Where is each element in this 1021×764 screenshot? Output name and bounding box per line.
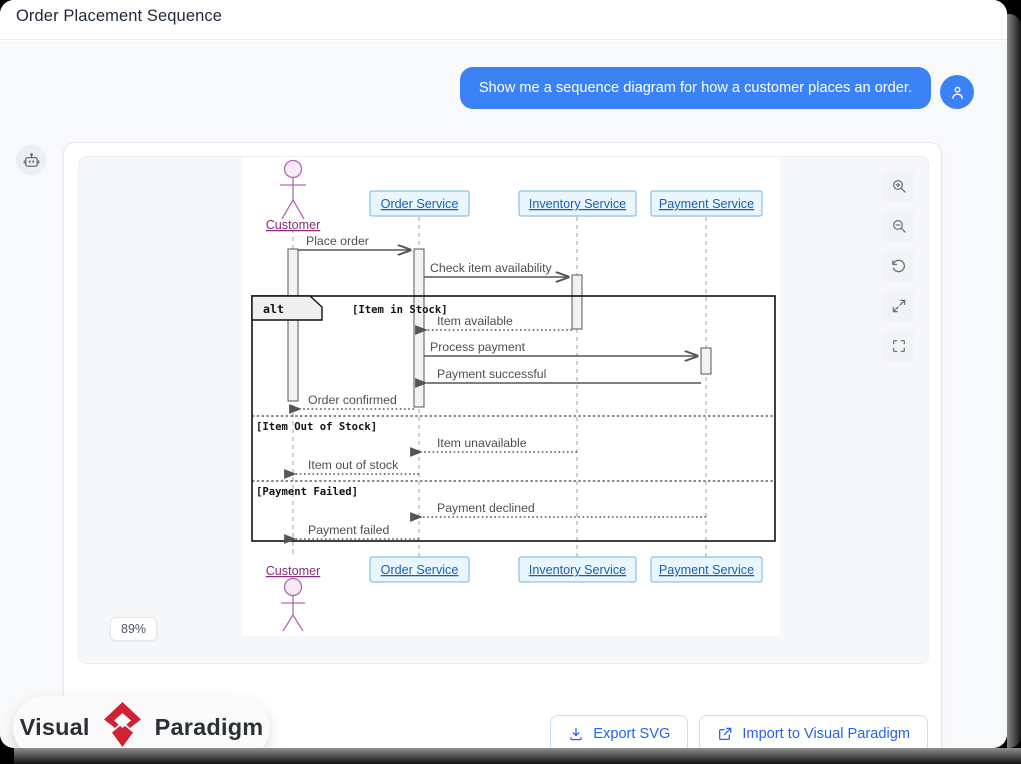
diagram-toolbar <box>882 169 915 362</box>
zoom-out-icon <box>891 218 907 234</box>
page-title: Order Placement Sequence <box>16 7 223 25</box>
alt-operator-tag <box>251 295 323 321</box>
message-label-item-unavailable: Item unavailable <box>437 436 527 450</box>
alt-guard-1: [Item in Stock] <box>352 304 448 316</box>
message-order-confirmed: Order confirmed <box>289 393 414 414</box>
message-label-payment-failed: Payment failed <box>308 523 390 537</box>
message-label-place-order: Place order <box>306 234 369 248</box>
expand-button[interactable] <box>882 289 915 322</box>
window-shadow-right <box>1007 14 1021 748</box>
expand-icon <box>891 298 907 314</box>
window-shadow-bottom <box>14 748 1021 764</box>
activation-payment <box>700 347 712 375</box>
participant-label-order-top: Order Service <box>381 197 459 211</box>
message-item-out-of-stock: Item out of stock <box>284 458 419 479</box>
diagram-card: Customer Order Service Inventory Service <box>63 142 942 748</box>
external-link-icon <box>717 726 733 742</box>
message-label-check-item-availability: Check item availability <box>430 261 552 275</box>
message-item-available: Item available <box>415 314 572 335</box>
export-svg-button[interactable]: Export SVG <box>550 715 689 748</box>
message-payment-failed: Payment failed <box>284 523 419 544</box>
reset-button[interactable] <box>882 249 915 282</box>
participant-label-payment-top: Payment Service <box>659 197 754 211</box>
import-to-visual-paradigm-label: Import to Visual Paradigm <box>742 726 910 742</box>
alt-guard-2: [Item Out of Stock] <box>256 421 377 433</box>
participant-head-inventory[interactable]: Inventory Service <box>518 190 637 217</box>
message-item-unavailable: Item unavailable <box>410 436 577 457</box>
zoom-out-button[interactable] <box>882 209 915 242</box>
participant-head-payment[interactable]: Payment Service <box>650 190 763 217</box>
visual-paradigm-watermark: Visual Paradigm <box>13 696 270 748</box>
activation-inventory <box>571 274 583 330</box>
visual-paradigm-logo-icon <box>100 700 145 748</box>
watermark-word-paradigm: Paradigm <box>154 714 264 740</box>
participant-label-inventory-bottom: Inventory Service <box>529 563 626 577</box>
alt-fragment <box>251 295 776 542</box>
participant-foot-payment[interactable]: Payment Service <box>650 556 763 583</box>
message-label-order-confirmed: Order confirmed <box>308 393 397 407</box>
message-label-item-out-of-stock: Item out of stock <box>308 458 399 472</box>
message-label-payment-successful: Payment successful <box>437 367 546 381</box>
app-window: Order Placement Sequence Show me a seque… <box>0 0 1007 748</box>
title-bar: Order Placement Sequence <box>0 0 1007 40</box>
zoom-level-badge: 89% <box>110 617 158 641</box>
participant-foot-order[interactable]: Order Service <box>369 556 470 583</box>
zoom-in-icon <box>891 178 907 194</box>
message-label-payment-declined: Payment declined <box>437 501 535 515</box>
diagram-canvas[interactable]: Customer Order Service Inventory Service <box>78 156 929 664</box>
activation-order <box>413 248 425 408</box>
alt-operator-label: alt <box>263 302 284 316</box>
message-label-process-payment: Process payment <box>430 340 526 354</box>
robot-icon <box>16 145 46 175</box>
export-svg-label: Export SVG <box>593 726 671 742</box>
alt-guard-3: [Payment Failed] <box>256 486 358 498</box>
message-label-item-available: Item available <box>437 314 513 328</box>
sequence-diagram: Customer Order Service Inventory Service <box>242 157 780 636</box>
import-to-visual-paradigm-button[interactable]: Import to Visual Paradigm <box>699 715 928 748</box>
action-bar: Export SVG Import to Visual Paradigm <box>64 715 941 748</box>
download-icon <box>568 726 584 742</box>
participant-label-payment-bottom: Payment Service <box>659 563 754 577</box>
participant-foot-customer[interactable]: Customer <box>266 564 321 632</box>
fit-screen-icon <box>891 338 907 354</box>
fit-screen-button[interactable] <box>882 329 915 362</box>
participant-label-customer-bottom: Customer <box>266 564 321 578</box>
participant-foot-inventory[interactable]: Inventory Service <box>518 556 637 583</box>
message-check-item-availability: Check item availability <box>424 261 569 277</box>
participant-label-customer-top: Customer <box>266 218 321 232</box>
user-message-bubble: Show me a sequence diagram for how a cus… <box>459 67 931 110</box>
watermark-word-visual: Visual <box>19 714 90 740</box>
participant-head-customer[interactable]: Customer <box>266 159 321 233</box>
reset-icon <box>890 257 907 274</box>
participant-label-order-bottom: Order Service <box>381 563 459 577</box>
activation-customer <box>287 248 299 402</box>
message-process-payment: Process payment <box>424 340 698 356</box>
zoom-in-button[interactable] <box>882 169 915 202</box>
participant-head-order[interactable]: Order Service <box>369 190 470 217</box>
message-place-order: Place order <box>298 234 411 250</box>
participant-label-inventory-top: Inventory Service <box>529 197 626 211</box>
person-icon <box>940 75 974 109</box>
message-payment-successful: Payment successful <box>415 367 701 388</box>
user-message-row: Show me a sequence diagram for how a cus… <box>459 67 974 110</box>
message-payment-declined: Payment declined <box>410 501 706 522</box>
chat-body: Show me a sequence diagram for how a cus… <box>0 41 1007 748</box>
